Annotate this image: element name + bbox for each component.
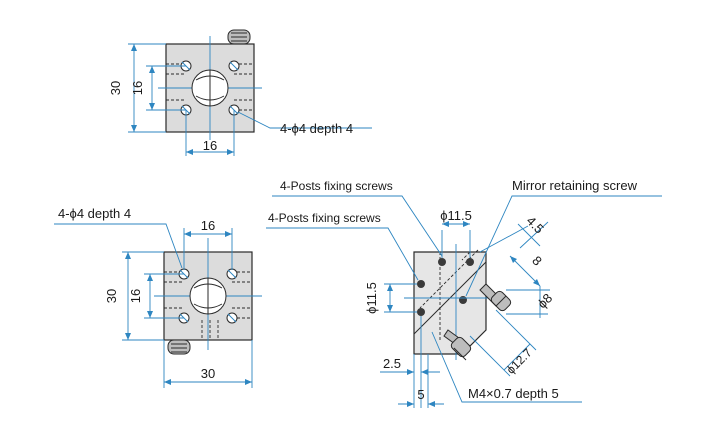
side-view: 4-Posts fixing screws 4-Posts fixing scr…: [266, 178, 662, 408]
bottom-left-view: 4-ϕ4 depth 4 16 30 16 30: [54, 206, 262, 388]
mirror-retaining-screw-label: Mirror retaining screw: [512, 178, 638, 193]
top-view-knob: [227, 29, 251, 45]
bottom-view-knob: [167, 339, 191, 355]
top-view: 30 16 16 4-ϕ4 depth 4: [108, 29, 372, 156]
bottom-view-dim-inner-height: 16: [128, 289, 143, 303]
side-view-knob-lower: [443, 329, 472, 361]
side-view-screw: [417, 280, 425, 288]
side-view-dim-dia-115-left: ϕ11.5: [364, 282, 379, 314]
bottom-view-dim-height: 30: [104, 289, 119, 303]
side-view-screw: [417, 308, 425, 316]
posts-fixing-screws-label-1: 4-Posts fixing screws: [280, 179, 393, 193]
side-view-screw: [438, 258, 446, 266]
side-view-dim-8: 8: [529, 253, 545, 269]
top-view-hole-callout: 4-ϕ4 depth 4: [280, 121, 353, 136]
top-view-dim-inner-height: 16: [130, 81, 145, 95]
posts-fixing-screws-label-2: 4-Posts fixing screws: [268, 211, 381, 225]
bottom-view-dim-top-width: 16: [201, 218, 215, 233]
bottom-view-dim-width: 30: [201, 366, 215, 381]
side-view-block: [413, 251, 487, 355]
side-view-mirror-screw: [459, 296, 467, 304]
bottom-view-hole-callout: 4-ϕ4 depth 4: [58, 206, 131, 221]
side-view-dim-dia-115-top: ϕ11.5: [440, 208, 472, 223]
side-view-screw: [466, 258, 474, 266]
side-view-dim-dia-8: ϕ8: [534, 290, 555, 311]
side-view-dim-5: 5: [417, 387, 424, 402]
side-view-dim-25: 2.5: [383, 356, 401, 371]
side-view-dim-dia-127: ϕ12.7: [504, 345, 535, 376]
top-view-dim-width: 16: [203, 138, 217, 153]
side-view-knob-right: [479, 283, 512, 312]
top-view-dim-height: 30: [108, 81, 123, 95]
side-view-thread-callout: M4×0.7 depth 5: [468, 386, 559, 401]
